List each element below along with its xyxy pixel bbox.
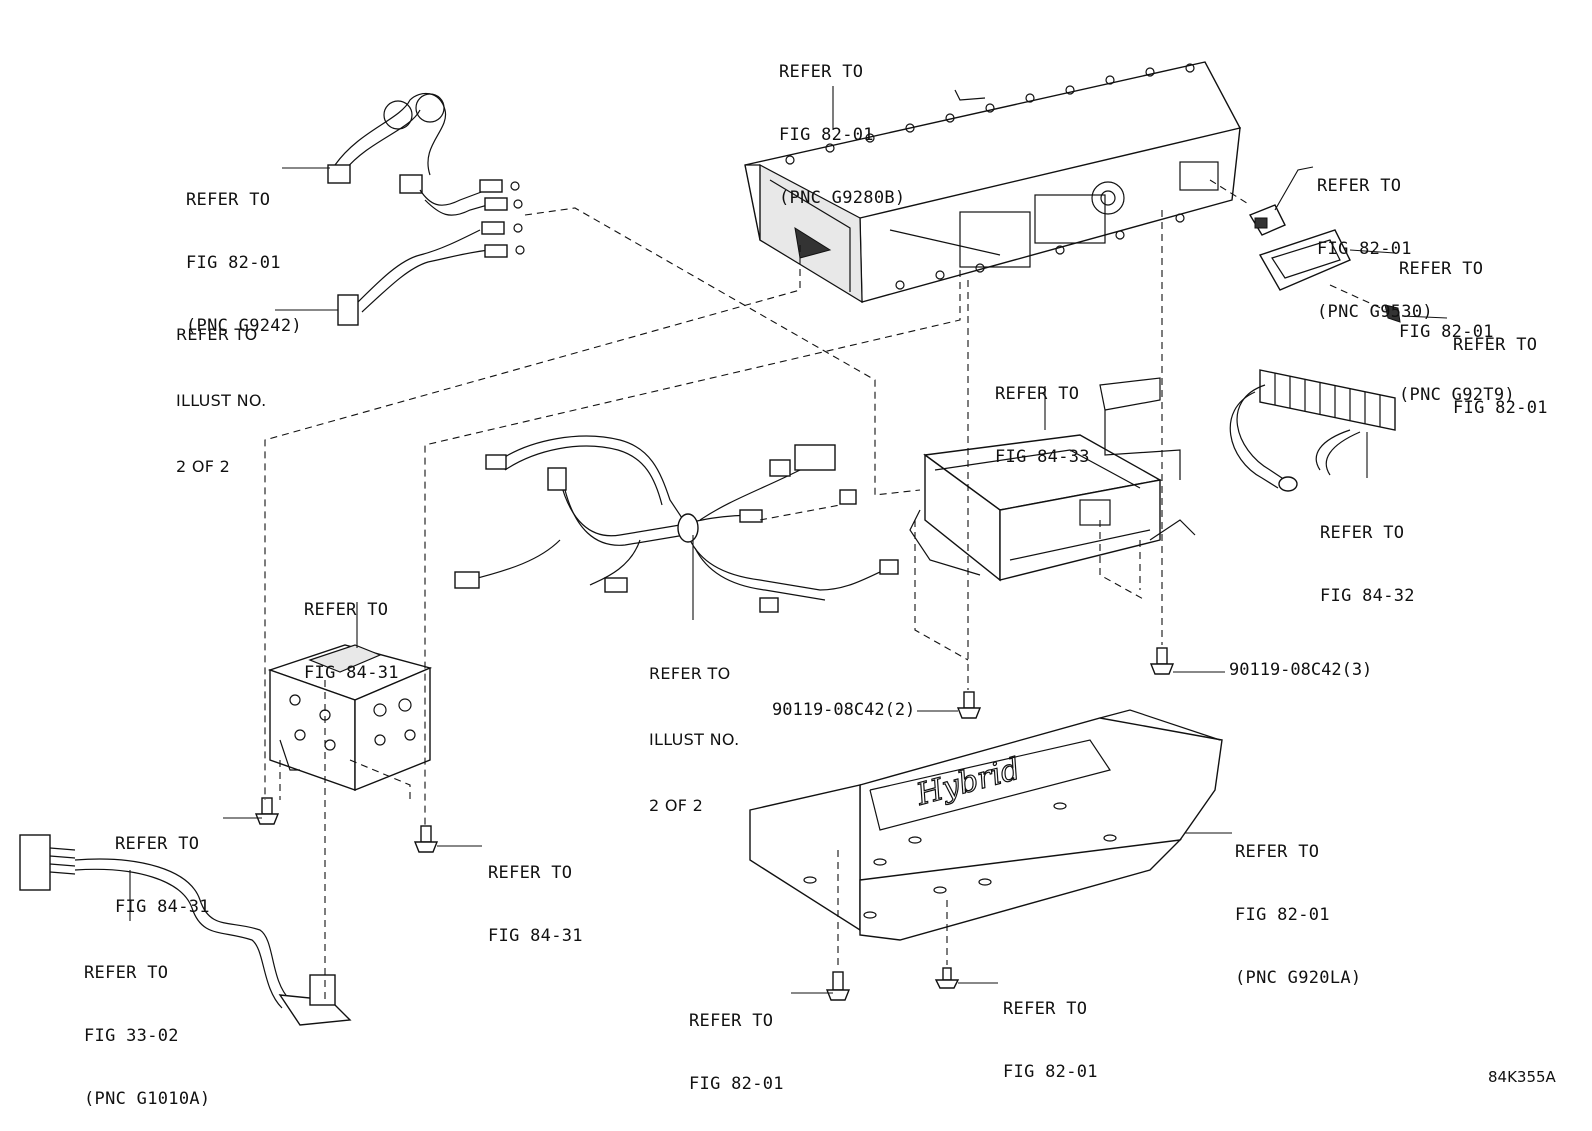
label-line: (PNC G92T9): [1399, 385, 1515, 405]
label-cover-bottom: REFER TO FIG 82-01 (PNC G920LA): [1235, 800, 1361, 1010]
label-line: FIG 33-02: [84, 1026, 179, 1046]
label-bolt-left-b: REFER TO FIG 84-31: [488, 821, 583, 968]
label-line: REFER TO: [84, 963, 169, 983]
label-line: FIG 82-01: [1317, 239, 1412, 259]
label-line: FIG 84-31: [304, 663, 399, 683]
label-line: ILLUST NO.: [649, 730, 740, 749]
cover-bottom: Hybrid: [749, 709, 1223, 941]
part-number-bolt-center: 90119-08C42(2): [772, 700, 916, 720]
label-line: FIG 82-01: [779, 125, 874, 145]
cable-bottom-left: [19, 834, 352, 1026]
label-line: FIG 84-32: [1320, 586, 1415, 606]
label-line: REFER TO: [304, 600, 389, 620]
cover-top-right: [1258, 229, 1401, 323]
part-number-bolt-right-center: 90119-08C42(3): [1229, 660, 1373, 680]
wire-harness-top: [327, 92, 525, 326]
label-line: REFER TO: [1235, 842, 1320, 862]
label-line: REFER TO: [186, 190, 271, 210]
label-illust-center: REFER TO ILLUST NO. 2 OF 2: [649, 619, 739, 839]
label-connector-top-right: REFER TO FIG 82-01 (PNC G9530): [1317, 134, 1433, 344]
label-line: FIG 84-31: [488, 926, 583, 946]
label-bracket: REFER TO FIG 84-31: [304, 558, 399, 705]
label-line: REFER TO: [176, 325, 258, 344]
label-bolt-right: REFER TO FIG 82-01: [1453, 293, 1548, 440]
exploded-parts-diagram: Hybrid: [19, 61, 1448, 1026]
label-line: REFER TO: [649, 664, 731, 683]
label-line: FIG 82-01: [186, 253, 281, 273]
label-inverter: REFER TO FIG 82-01 (PNC G9280B): [779, 20, 905, 230]
cooling-pipe: [1229, 369, 1396, 492]
label-line: REFER TO: [689, 1011, 774, 1031]
label-line: FIG 82-01: [689, 1074, 784, 1094]
leader-lines: [129, 86, 1448, 994]
label-line: FIG 82-01: [1003, 1062, 1098, 1082]
label-line: REFER TO: [995, 384, 1080, 404]
label-line: FIG 82-01: [1399, 322, 1494, 342]
label-line: REFER TO: [115, 834, 200, 854]
label-cover-right: REFER TO FIG 82-01 (PNC G92T9): [1399, 217, 1515, 427]
dashed-guide-lines: [264, 179, 1386, 1000]
inverter-assembly: [744, 61, 1241, 304]
label-bolt-left-a: REFER TO FIG 84-31: [115, 792, 210, 939]
connector-top-right: [1248, 204, 1286, 236]
label-line: REFER TO: [779, 62, 864, 82]
label-line: REFER TO: [1317, 176, 1402, 196]
wire-harness-center: [454, 435, 899, 613]
label-line: REFER TO: [1320, 523, 1405, 543]
label-line: REFER TO: [488, 863, 573, 883]
label-cable-bottom-left: REFER TO FIG 33-02 (PNC G1010A): [84, 921, 210, 1131]
label-harness-top-left: REFER TO FIG 82-01 (PNC G9242): [186, 148, 302, 358]
label-line: (PNC G9242): [186, 316, 302, 336]
label-bolt-bottom-a: REFER TO FIG 82-01: [689, 969, 784, 1116]
label-line: REFER TO: [1003, 999, 1088, 1019]
label-line: REFER TO: [1399, 259, 1484, 279]
label-line: (PNC G9530): [1317, 302, 1433, 322]
bracket-assembly: [267, 644, 433, 792]
label-line: REFER TO: [1453, 335, 1538, 355]
label-line: FIG 82-01: [1453, 398, 1548, 418]
label-line: 2 OF 2: [649, 796, 704, 815]
diagram-code: 84K355A: [1488, 1068, 1556, 1086]
label-converter: REFER TO FIG 84-33: [995, 342, 1090, 489]
label-line: FIG 82-01: [1235, 905, 1330, 925]
label-line: (PNC G1010A): [84, 1089, 211, 1109]
label-line: FIG 84-33: [995, 447, 1090, 467]
label-illust-left: REFER TO ILLUST NO. 2 OF 2: [176, 280, 266, 500]
bolt-icons: [254, 647, 1175, 1001]
label-cooling-pipe: REFER TO FIG 84-32: [1320, 481, 1415, 628]
label-line: (PNC G920LA): [1235, 968, 1362, 988]
label-line: FIG 84-31: [115, 897, 210, 917]
label-line: (PNC G9280B): [779, 188, 906, 208]
label-line: ILLUST NO.: [176, 391, 267, 410]
label-line: 2 OF 2: [176, 457, 231, 476]
converter-assembly: [909, 377, 1196, 582]
label-bolt-bottom-b: REFER TO FIG 82-01: [1003, 957, 1098, 1104]
